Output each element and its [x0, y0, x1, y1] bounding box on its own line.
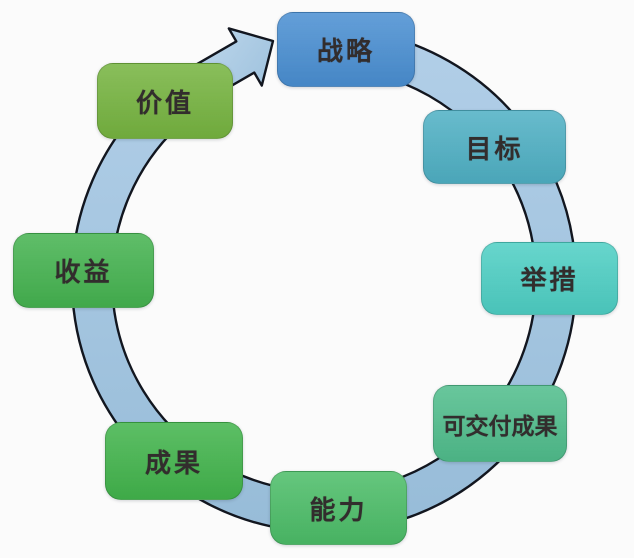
cycle-node-strategy: 战略: [277, 12, 415, 87]
cycle-node-label: 举措: [520, 266, 579, 296]
cycle-node-label: 目标: [465, 134, 524, 165]
cycle-node-label: 收益: [54, 258, 113, 288]
cycle-node-initiative: 举措: [481, 242, 618, 315]
cycle-node-label: 成果: [144, 448, 203, 479]
cycle-node-goal: 目标: [423, 110, 566, 184]
cycle-node-value: 价值: [97, 63, 233, 139]
cycle-node-deliverable: 可交付成果: [433, 385, 567, 462]
cycle-node-label: 价值: [135, 88, 194, 119]
cycle-node-label: 能力: [309, 495, 368, 526]
cycle-node-benefit: 收益: [13, 233, 154, 308]
cycle-node-capability: 能力: [270, 471, 407, 545]
cycle-node-outcome: 成果: [105, 422, 243, 500]
cycle-node-label: 可交付成果: [442, 412, 558, 440]
cycle-node-label: 战略: [316, 37, 375, 67]
